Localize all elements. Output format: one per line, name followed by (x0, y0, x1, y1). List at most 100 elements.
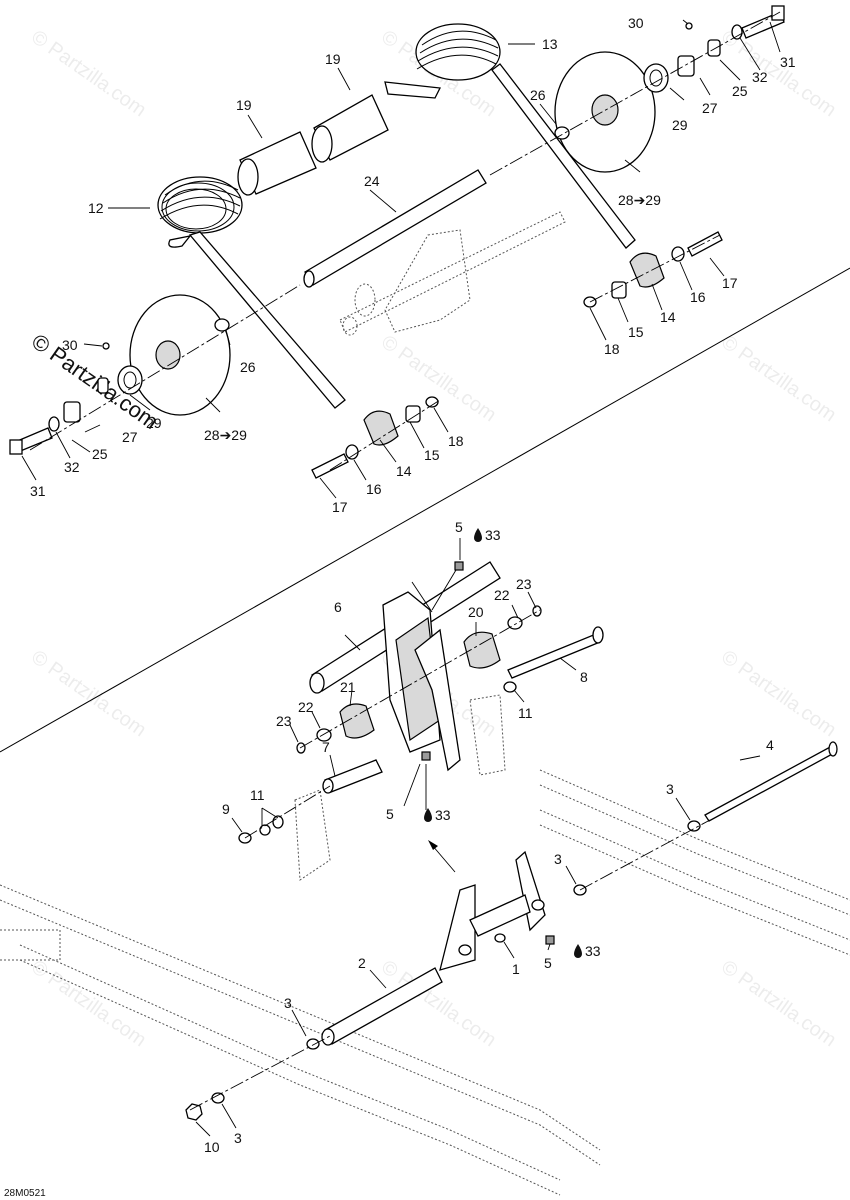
bracket-1 (439, 850, 546, 971)
callout-33: 33 (435, 807, 451, 823)
hardware-9-11 (238, 815, 284, 844)
sleeve-19-b (311, 94, 389, 163)
spring-13 (384, 23, 636, 249)
callout-22: 22 (494, 587, 510, 603)
callout-30: 30 (628, 15, 644, 31)
callout-16: 16 (366, 481, 382, 497)
callout-25: 25 (92, 446, 108, 462)
callout-33: 33 (485, 527, 501, 543)
callout-3: 3 (234, 1130, 242, 1146)
callout-11: 11 (250, 787, 265, 803)
callout-5: 5 (544, 955, 552, 971)
callout-5: 5 (455, 519, 463, 535)
section-divider (0, 267, 850, 753)
callout-30: 30 (62, 337, 78, 353)
background-shaft (339, 211, 566, 336)
callout-6: 6 (334, 599, 342, 615)
axle-24 (303, 169, 487, 288)
callout-17: 17 (722, 275, 738, 291)
callout-3: 3 (554, 851, 562, 867)
callout-11: 11 (518, 705, 533, 721)
fitting-5-bottom (545, 935, 555, 945)
callout-13: 13 (542, 36, 558, 52)
callout-14: 14 (396, 463, 412, 479)
callout-33-bottom: 33 (574, 943, 601, 959)
watermark: © Partzilla.com (717, 956, 840, 1051)
left-hardware (9, 342, 110, 455)
rail-left (0, 884, 601, 1196)
callout-19: 19 (236, 97, 252, 113)
wheel-right-28 (554, 51, 669, 173)
callout-33: 33 (585, 943, 601, 959)
callout-31: 31 (30, 483, 46, 499)
callout-16: 16 (690, 289, 706, 305)
callout-22: 22 (298, 699, 314, 715)
callout-32: 32 (752, 69, 768, 85)
callout-3: 3 (666, 781, 674, 797)
callout-27: 27 (702, 100, 718, 116)
callout-14: 14 (660, 309, 676, 325)
callout-18: 18 (448, 433, 464, 449)
callout-labels: 12 13 19 19 24 26 26 28➔29 28➔29 29 29 2… (4, 15, 796, 1199)
callout-32: 32 (64, 459, 80, 475)
callout-9: 9 (222, 801, 230, 817)
callout-19: 19 (325, 51, 341, 67)
callout-4: 4 (766, 737, 774, 753)
callout-23: 23 (516, 576, 532, 592)
fitting-5-middle (421, 751, 431, 761)
callout-15: 15 (424, 447, 440, 463)
callout-20: 20 (468, 604, 484, 620)
watermark: © Partzilla.com (717, 26, 840, 121)
right-hardware (677, 5, 785, 77)
callout-8: 8 (580, 669, 588, 685)
watermark: © Partzilla.com (27, 956, 150, 1051)
callout-33-middle: 33 (424, 807, 451, 823)
rail-right (539, 769, 850, 956)
callout-18: 18 (604, 341, 620, 357)
callout-33-upper: 33 (474, 527, 501, 543)
watermark: © Partzilla.com (27, 646, 150, 741)
shaft-7 (322, 759, 383, 794)
side-bracket (294, 789, 331, 881)
callout-26: 26 (530, 87, 546, 103)
callout-29: 29 (146, 415, 162, 431)
callout-2: 2 (358, 955, 366, 971)
watermark: © Partzilla.com (27, 26, 150, 121)
oil-drop-icon (474, 528, 482, 542)
washer-3-bottom (306, 1038, 320, 1050)
callout-1: 1 (512, 961, 520, 977)
bolt-4 (687, 741, 838, 832)
pin-8 (503, 626, 604, 693)
watermark: © Partzilla.com (377, 331, 500, 426)
leader-lines (21, 19, 781, 1137)
callout-3: 3 (284, 995, 292, 1011)
callout-7: 7 (322, 739, 330, 755)
pivot-arm (382, 591, 506, 776)
callout-23: 23 (276, 713, 292, 729)
callout-24: 24 (364, 173, 380, 189)
watermark: © Partzilla.com (717, 646, 840, 741)
callout-27: 27 (122, 429, 138, 445)
top-assembly (9, 5, 785, 479)
callout-28-29: 28➔29 (618, 192, 661, 208)
callout-26: 26 (240, 359, 256, 375)
block-20 (463, 605, 542, 669)
callout-15: 15 (628, 324, 644, 340)
block-14-lower (311, 396, 439, 479)
block-14-upper (583, 231, 723, 308)
alignment-lines (29, 11, 781, 1111)
callout-12: 12 (88, 200, 104, 216)
oil-drop-icon (574, 944, 582, 958)
callout-29: 29 (672, 117, 688, 133)
fitting-5-upper (454, 561, 464, 571)
callout-10: 10 (204, 1139, 220, 1155)
callout-21: 21 (340, 679, 356, 695)
callout-31: 31 (780, 54, 796, 70)
nut-10 (185, 1103, 203, 1121)
diagram-code: 28M0521 (4, 1188, 46, 1199)
callout-28-29: 28➔29 (204, 427, 247, 443)
sleeve-19-a (237, 131, 317, 196)
callout-17: 17 (332, 499, 348, 515)
